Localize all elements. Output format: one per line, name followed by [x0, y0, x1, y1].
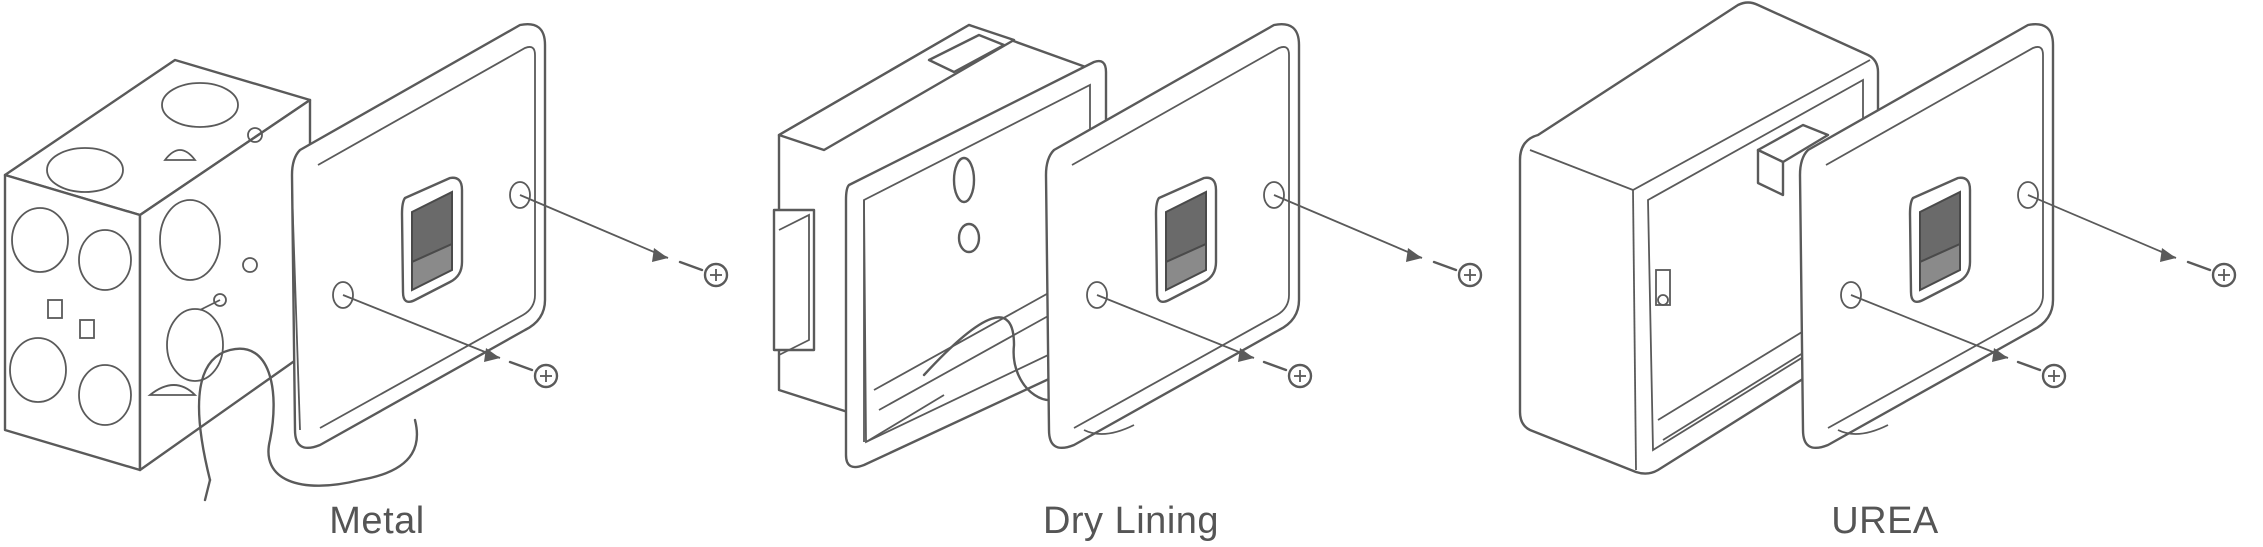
caption-dry-lining: Dry Lining [1042, 500, 1220, 542]
switch-plate [290, 23, 547, 450]
panel-metal: Metal [0, 0, 754, 547]
panel-urea: UREA [1508, 0, 2262, 547]
screw-lower [1096, 294, 1313, 389]
metal-box-illustration [3, 23, 729, 502]
screw-lower [1850, 294, 2067, 389]
screw-lower [342, 294, 559, 389]
caption-urea: UREA [1831, 500, 1939, 542]
dry-lining-box [772, 23, 1108, 469]
panel-dry-lining: Dry Lining [754, 0, 1508, 547]
caption-metal: Metal [329, 500, 425, 542]
switch-plate [1044, 23, 1301, 450]
cable [197, 347, 419, 487]
dry-lining-box-illustration [772, 23, 1483, 469]
metal-back-box [3, 58, 312, 472]
screw-upper [1273, 194, 1483, 288]
screw-upper [2027, 194, 2237, 288]
screw-upper [519, 194, 729, 288]
switch-plate [1798, 23, 2055, 450]
urea-box-illustration [1518, 1, 2237, 475]
